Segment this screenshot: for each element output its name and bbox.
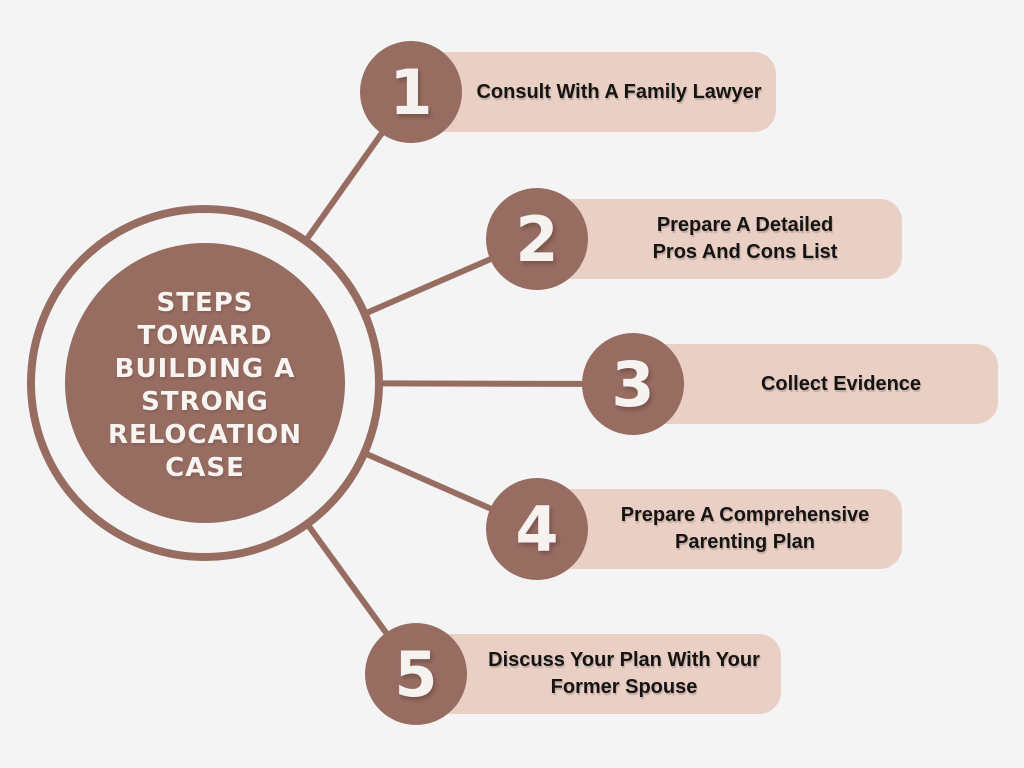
step-3-pill: Collect Evidence — [633, 344, 998, 424]
step-2-label: Prepare A Detailed Pros And Cons List — [652, 214, 838, 263]
step-4-label: Prepare A Comprehensive Parenting Plan — [620, 504, 870, 553]
step-5-number: 5 — [394, 637, 438, 711]
step-4-pill: Prepare A Comprehensive Parenting Plan — [537, 489, 902, 569]
step-2-pill: Prepare A Detailed Pros And Cons List — [537, 199, 902, 279]
step-3-number: 3 — [611, 347, 655, 421]
hub-circle: STEPS TOWARD BUILDING A STRONG RELOCATIO… — [65, 243, 345, 523]
step-5-pill: Discuss Your Plan With Your Former Spous… — [416, 634, 781, 714]
step-1-number: 1 — [389, 55, 433, 129]
step-4-number: 4 — [515, 492, 559, 566]
step-5-label: Discuss Your Plan With Your Former Spous… — [488, 649, 760, 698]
step-4-number-circle: 4 — [486, 478, 588, 580]
step-1-label: Consult With A Family Lawyer — [476, 80, 762, 103]
step-3-label: Collect Evidence — [760, 372, 922, 395]
step-2-number: 2 — [515, 202, 559, 276]
hub-title: STEPS TOWARD BUILDING A STRONG RELOCATIO… — [108, 288, 302, 483]
step-1-number-circle: 1 — [360, 41, 462, 143]
step-2-number-circle: 2 — [486, 188, 588, 290]
step-1-pill: Consult With A Family Lawyer — [411, 52, 776, 132]
step-5-number-circle: 5 — [365, 623, 467, 725]
step-3-number-circle: 3 — [582, 333, 684, 435]
